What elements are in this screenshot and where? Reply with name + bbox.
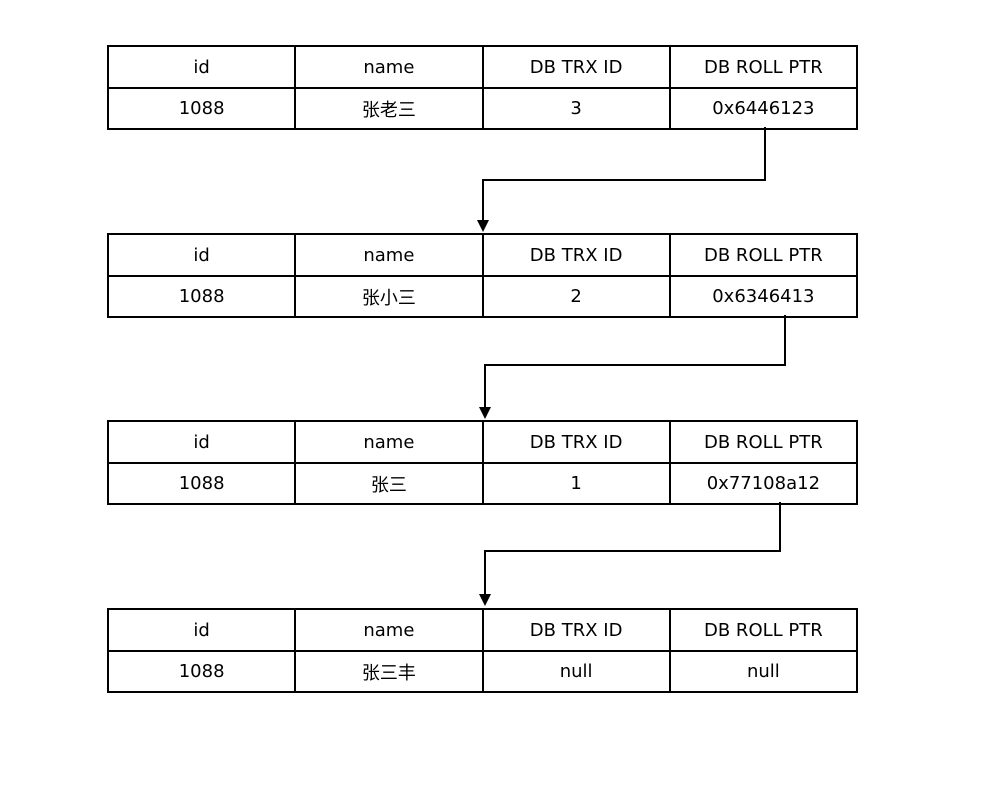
header-db-roll-ptr: DB ROLL PTR: [668, 233, 859, 277]
table-header-row: id name DB TRX ID DB ROLL PTR: [106, 45, 859, 89]
cell-name: 张三丰: [294, 650, 484, 693]
header-db-roll-ptr: DB ROLL PTR: [668, 608, 859, 652]
table-row: 1088 张小三 2 0x6346413: [106, 275, 859, 318]
cell-db-roll-ptr: 0x6346413: [668, 275, 859, 318]
arrowhead-icon: [477, 220, 489, 232]
header-db-trx-id: DB TRX ID: [481, 420, 671, 464]
arrowhead-icon: [479, 594, 491, 606]
table-header-row: id name DB TRX ID DB ROLL PTR: [106, 420, 859, 464]
cell-db-trx-id: 1: [481, 462, 671, 505]
table-header-row: id name DB TRX ID DB ROLL PTR: [106, 608, 859, 652]
cell-id: 1088: [106, 462, 297, 505]
cell-db-trx-id: 3: [481, 87, 671, 130]
header-id: id: [106, 45, 297, 89]
header-db-roll-ptr: DB ROLL PTR: [668, 420, 859, 464]
table-row: 1088 张三丰 null null: [106, 650, 859, 693]
cell-name: 张老三: [294, 87, 484, 130]
roll-pointer-arrow-2: [484, 315, 786, 407]
undo-record-table-4: id name DB TRX ID DB ROLL PTR 1088 张三丰 n…: [106, 608, 859, 693]
header-db-roll-ptr: DB ROLL PTR: [668, 45, 859, 89]
header-db-trx-id: DB TRX ID: [481, 45, 671, 89]
cell-db-roll-ptr: 0x77108a12: [668, 462, 859, 505]
roll-pointer-arrow-3: [484, 502, 781, 594]
table-row: 1088 张老三 3 0x6446123: [106, 87, 859, 130]
header-name: name: [294, 420, 484, 464]
cell-db-trx-id: 2: [481, 275, 671, 318]
cell-id: 1088: [106, 650, 297, 693]
cell-db-roll-ptr: null: [668, 650, 859, 693]
arrowhead-icon: [479, 407, 491, 419]
cell-id: 1088: [106, 87, 297, 130]
header-db-trx-id: DB TRX ID: [481, 233, 671, 277]
header-name: name: [294, 233, 484, 277]
cell-id: 1088: [106, 275, 297, 318]
header-id: id: [106, 608, 297, 652]
roll-pointer-arrow-1: [482, 127, 766, 220]
table-header-row: id name DB TRX ID DB ROLL PTR: [106, 233, 859, 277]
header-id: id: [106, 233, 297, 277]
undo-record-table-2: id name DB TRX ID DB ROLL PTR 1088 张小三 2…: [106, 233, 859, 318]
undo-record-table-1: id name DB TRX ID DB ROLL PTR 1088 张老三 3…: [106, 45, 859, 130]
header-id: id: [106, 420, 297, 464]
undo-record-table-3: id name DB TRX ID DB ROLL PTR 1088 张三 1 …: [106, 420, 859, 505]
cell-name: 张小三: [294, 275, 484, 318]
cell-db-trx-id: null: [481, 650, 671, 693]
cell-db-roll-ptr: 0x6446123: [668, 87, 859, 130]
table-row: 1088 张三 1 0x77108a12: [106, 462, 859, 505]
header-db-trx-id: DB TRX ID: [481, 608, 671, 652]
header-name: name: [294, 608, 484, 652]
header-name: name: [294, 45, 484, 89]
cell-name: 张三: [294, 462, 484, 505]
